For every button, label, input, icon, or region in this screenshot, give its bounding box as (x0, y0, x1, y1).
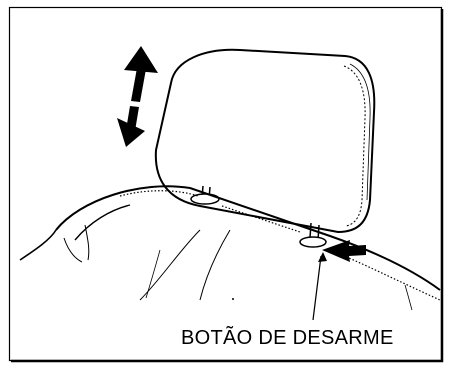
height-adjust-arrow-icon (117, 46, 158, 147)
headrest (154, 48, 376, 234)
release-button-pointer (312, 240, 366, 321)
frame-shadow (11, 9, 444, 363)
release-button-label: BOTÃO DE DESARME (181, 327, 394, 349)
